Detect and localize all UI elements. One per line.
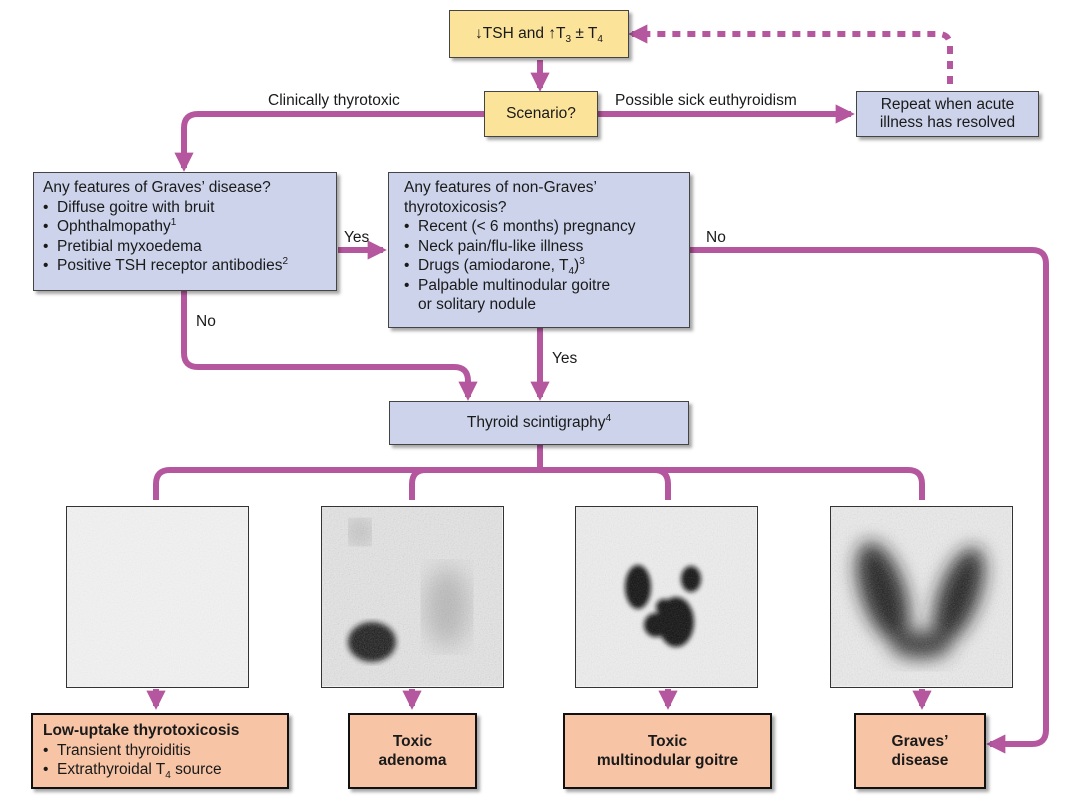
scintigraphy-branch-bar (153, 467, 925, 500)
toxic-multinodular-goitre-scan-image (575, 506, 758, 688)
graves-disease-line-1: Graves’ (891, 732, 949, 750)
scintigraphy-box: Thyroid scintigraphy4 (389, 401, 689, 445)
graves-feature-1: Diffuse goitre with bruit (43, 198, 336, 218)
nongraves-question-title-1: Any features of non-Graves’ (404, 179, 597, 196)
nongraves-feature-1: Recent (< 6 months) pregnancy (404, 217, 689, 237)
nongraves-question-box: Any features of non-Graves’ thyrotoxicos… (388, 172, 690, 328)
label-yes-nongraves: Yes (552, 350, 578, 367)
label-clinically-thyrotoxic: Clinically thyrotoxic (268, 92, 400, 109)
scintigraphy-branch-drop-3 (653, 467, 671, 500)
nongraves-question-title-2: thyrotoxicosis? (404, 198, 507, 216)
low-uptake-thyrotoxicosis-box: Low-uptake thyrotoxicosis Transient thyr… (31, 713, 289, 789)
toxic-adenoma-scan-image (321, 506, 504, 688)
start-box-text: ↓TSH and ↑T3 ± T4 (475, 25, 603, 46)
label-possible-sick-euthyroidism: Possible sick euthyroidism (615, 92, 797, 109)
label-yes-graves: Yes (344, 229, 370, 246)
low-uptake-cause-2: Extrathyroidal T4 source (43, 760, 287, 781)
graves-disease-scan-image (830, 506, 1013, 688)
toxic-mng-line-2: multinodular goitre (596, 752, 739, 769)
arrow-scenario-to-graves-question (174, 111, 484, 172)
graves-feature-2: Ophthalmopathy1 (43, 217, 336, 237)
graves-feature-4: Positive TSH receptor antibodies2 (43, 256, 336, 276)
nongraves-feature-3: Drugs (amiodarone, T4)3 (404, 256, 689, 277)
nongraves-feature-2: Neck pain/flu-like illness (404, 237, 689, 257)
low-uptake-cause-1: Transient thyroiditis (43, 741, 287, 761)
scenario-text: Scenario? (506, 105, 576, 123)
toxic-adenoma-line-1: Toxic (392, 732, 433, 750)
repeat-line-2: illness has resolved (879, 114, 1016, 131)
label-no-graves: No (196, 313, 216, 330)
scintigraphy-branch-drop-2 (409, 467, 427, 500)
graves-question-box: Any features of Graves’ disease? Diffuse… (33, 172, 337, 291)
low-uptake-scan-image (66, 506, 249, 688)
graves-feature-3: Pretibial myxoedema (43, 237, 336, 257)
arrow-graves-no (181, 291, 478, 401)
arrow-repeat-to-start-dashed (628, 24, 953, 84)
start-box: ↓TSH and ↑T3 ± T4 (449, 10, 629, 58)
repeat-box: Repeat when acute illness has resolved (856, 91, 1039, 137)
low-uptake-title: Low-uptake thyrotoxicosis (43, 722, 240, 739)
toxic-multinodular-goitre-box: Toxic multinodular goitre (563, 713, 772, 789)
graves-disease-line-2: disease (891, 752, 949, 769)
graves-question-title: Any features of Graves’ disease? (43, 179, 271, 196)
toxic-adenoma-line-2: adenoma (378, 752, 447, 769)
toxic-mng-line-1: Toxic (647, 732, 688, 750)
repeat-line-1: Repeat when acute (880, 96, 1015, 113)
graves-disease-box: Graves’ disease (854, 713, 986, 789)
arrow-nongraves-no (690, 247, 1049, 754)
label-no-nongraves: No (706, 229, 726, 246)
scintigraphy-text: Thyroid scintigraphy4 (466, 413, 612, 432)
scenario-box: Scenario? (484, 91, 598, 137)
toxic-adenoma-box: Toxic adenoma (348, 713, 477, 789)
